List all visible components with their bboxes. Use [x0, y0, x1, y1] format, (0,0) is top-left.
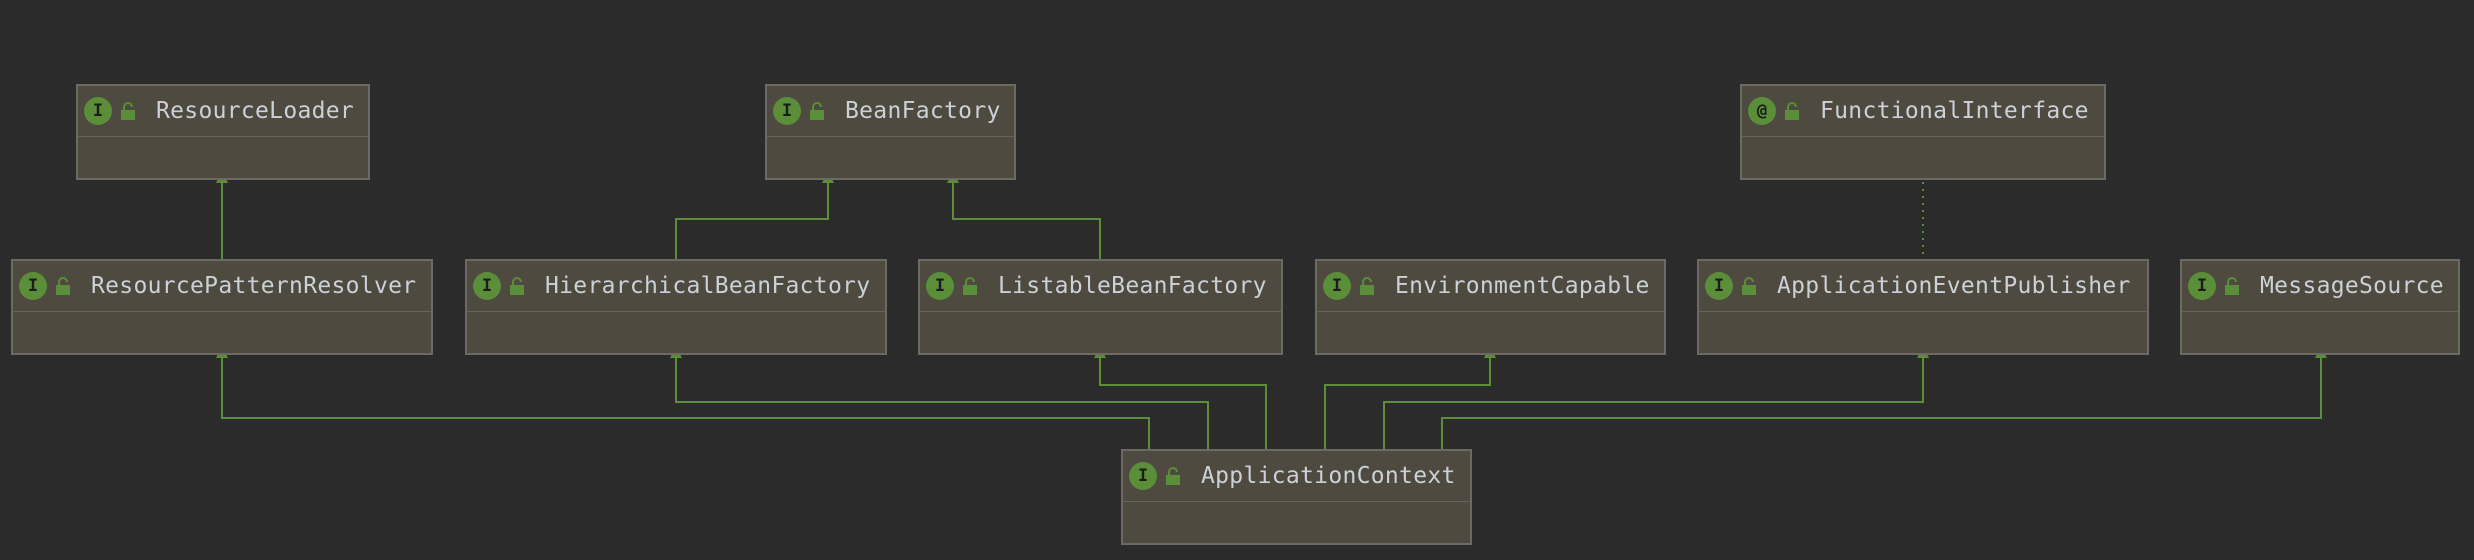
interface-icon: I [84, 97, 112, 125]
class-name: EnvironmentCapable [1395, 273, 1650, 299]
class-node-environment-capable[interactable]: I EnvironmentCapable [1315, 259, 1666, 355]
class-name: HierarchicalBeanFactory [545, 273, 871, 299]
class-node-resource-pattern-resolver[interactable]: I ResourcePatternResolver [11, 259, 433, 355]
edge-hierarchical-bean-factory-to-bean-factory [675, 171, 834, 259]
unlocked-icon [1163, 465, 1185, 487]
edge-application-context-to-application-event-publisher [1383, 346, 1929, 449]
interface-icon: I [1323, 272, 1351, 300]
unlocked-icon [960, 275, 982, 297]
unlocked-icon [118, 100, 140, 122]
unlocked-icon [1739, 275, 1761, 297]
class-node-message-source[interactable]: I MessageSource [2180, 259, 2460, 355]
interface-icon: I [19, 272, 47, 300]
class-name: ApplicationEventPublisher [1777, 273, 2131, 299]
interface-icon: I [2188, 272, 2216, 300]
interface-icon: I [773, 97, 801, 125]
annotation-icon: @ [1748, 97, 1776, 125]
unlocked-icon [1357, 275, 1379, 297]
class-name: ResourcePatternResolver [91, 273, 417, 299]
class-node-hierarchical-bean-factory[interactable]: I HierarchicalBeanFactory [465, 259, 887, 355]
edge-application-context-to-environment-capable [1324, 346, 1496, 449]
class-node-application-event-publisher[interactable]: I ApplicationEventPublisher [1697, 259, 2149, 355]
edge-application-context-to-resource-pattern-resolver [216, 346, 1150, 449]
class-name: ListableBeanFactory [998, 273, 1267, 299]
edge-application-context-to-listable-bean-factory [1094, 346, 1267, 449]
interface-icon: I [1129, 462, 1157, 490]
edge-application-context-to-message-source [1441, 346, 2327, 449]
class-node-resource-loader[interactable]: I ResourceLoader [76, 84, 370, 180]
class-name: ApplicationContext [1201, 463, 1456, 489]
interface-icon: I [926, 272, 954, 300]
class-node-functional-interface[interactable]: @ FunctionalInterface [1740, 84, 2106, 180]
unlocked-icon [53, 275, 75, 297]
unlocked-icon [1782, 100, 1804, 122]
class-name: MessageSource [2260, 273, 2444, 299]
class-node-listable-bean-factory[interactable]: I ListableBeanFactory [918, 259, 1283, 355]
class-name: ResourceLoader [156, 98, 355, 124]
class-node-application-context[interactable]: I ApplicationContext [1121, 449, 1472, 545]
edge-application-context-to-hierarchical-bean-factory [670, 346, 1209, 449]
edge-listable-bean-factory-to-bean-factory [947, 171, 1101, 259]
class-node-bean-factory[interactable]: I BeanFactory [765, 84, 1016, 180]
unlocked-icon [507, 275, 529, 297]
class-name: FunctionalInterface [1820, 98, 2089, 124]
interface-icon: I [1705, 272, 1733, 300]
class-name: BeanFactory [845, 98, 1001, 124]
interface-icon: I [473, 272, 501, 300]
unlocked-icon [2222, 275, 2244, 297]
unlocked-icon [807, 100, 829, 122]
